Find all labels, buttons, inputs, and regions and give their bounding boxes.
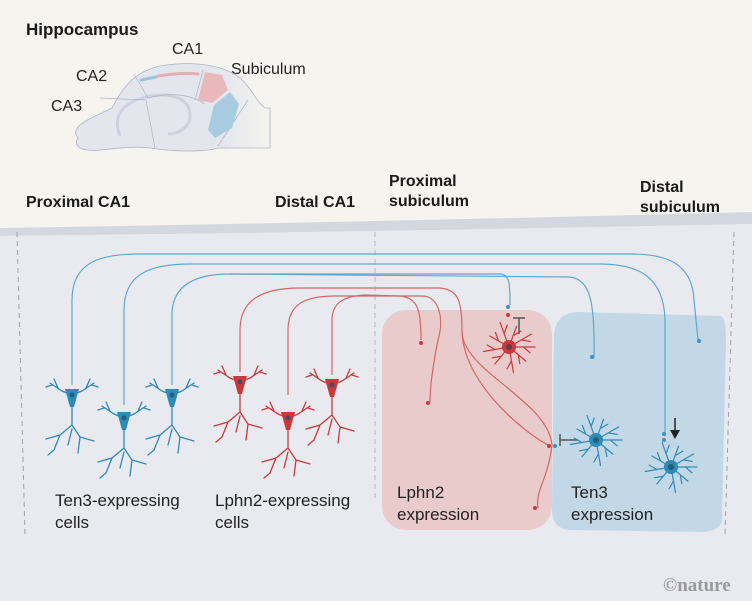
- arrow-down-icon: [670, 418, 680, 439]
- lphn2-neuron: [305, 368, 359, 446]
- axon-terminals: [419, 305, 701, 510]
- subiculum-lphn2-neuron: [482, 321, 536, 374]
- label-lphn2-cells: Lphn2-expressing cells: [215, 490, 350, 534]
- column-header-distal-subiculum: Distal subiculum: [640, 178, 720, 218]
- label-ten3-cells: Ten3-expressing cells: [55, 490, 180, 534]
- blue-axons: [71, 253, 699, 435]
- region-label-ca1: CA1: [172, 41, 204, 58]
- label-line: expression: [571, 505, 654, 524]
- subiculum-ten3-neuron: [569, 414, 623, 467]
- ten3-neuron: [45, 378, 99, 456]
- inhibition-marker-ten3: [559, 434, 578, 446]
- lphn2-neuron: [261, 401, 315, 479]
- region-label-subiculum: Subiculum: [231, 61, 306, 78]
- inset-title: Hippocampus: [26, 20, 139, 39]
- label-line: Ten3-expressing: [55, 491, 180, 510]
- label-ten3-expression: Ten3 expression: [571, 482, 653, 526]
- header-line: subiculum: [389, 193, 470, 210]
- label-line: Lphn2: [397, 483, 445, 502]
- nature-credit: ©nature: [663, 575, 731, 596]
- header-line: Proximal: [389, 173, 457, 190]
- label-line: expression: [397, 505, 480, 524]
- ten3-neuron: [97, 401, 151, 479]
- lphn2-neuron: [213, 365, 267, 443]
- label-line: Lphn2-expressing: [215, 491, 351, 510]
- label-line: cells: [215, 513, 250, 532]
- ten3-neuron: [145, 378, 199, 456]
- inhibition-marker-top: [513, 317, 525, 334]
- label-line: Ten3: [571, 483, 608, 502]
- band: [0, 212, 752, 236]
- subiculum-ten3-neuron: [644, 441, 698, 494]
- header-line: Distal: [640, 179, 684, 196]
- column-header-proximal-ca1: Proximal CA1: [26, 194, 131, 211]
- column-header-proximal-subiculum: Proximal subiculum: [389, 172, 469, 212]
- column-header-distal-ca1: Distal CA1: [275, 194, 356, 211]
- red-axons: [239, 287, 553, 509]
- label-lphn2-expression: Lphn2 expression: [397, 482, 479, 526]
- region-label-ca2: CA2: [76, 68, 108, 85]
- hippocampus-illustration: [75, 63, 271, 152]
- label-line: cells: [55, 513, 90, 532]
- divider-left: [16, 231, 26, 536]
- divider-right: [724, 231, 735, 536]
- header-line: subiculum: [640, 199, 721, 216]
- region-label-ca3: CA3: [51, 98, 83, 115]
